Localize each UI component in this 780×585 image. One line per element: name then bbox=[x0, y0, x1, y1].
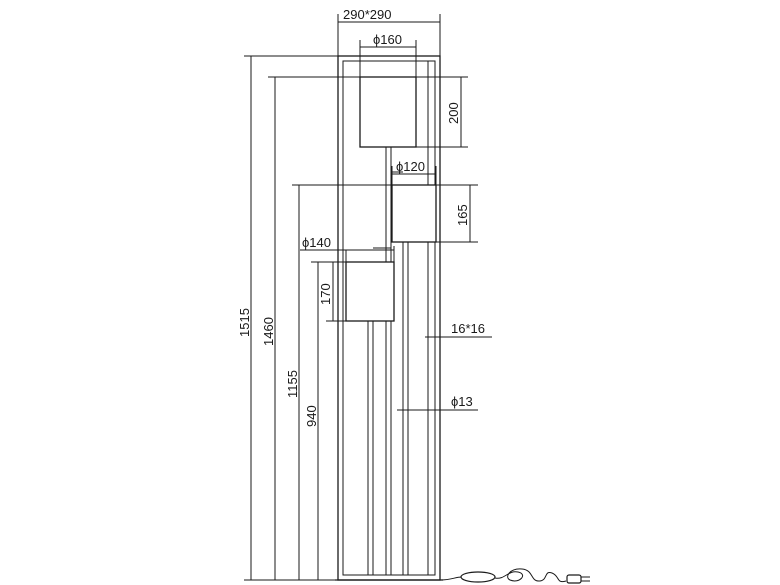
label-frame-profile: 16*16 bbox=[451, 321, 485, 336]
dimension-total-height: 1515 bbox=[237, 55, 338, 581]
label-shade-low-diameter: ϕ140 bbox=[302, 235, 331, 250]
lamp-stems bbox=[367, 146, 409, 575]
label-shade-top-height: 200 bbox=[446, 102, 461, 124]
label-total-height: 1515 bbox=[237, 308, 252, 337]
dimension-shade-low-diameter: ϕ140 bbox=[300, 235, 395, 262]
foot-switch-icon bbox=[460, 571, 496, 583]
dimension-shade-top-diameter: ϕ160 bbox=[359, 32, 417, 77]
dimension-shade-mid-height: 165 bbox=[436, 184, 478, 243]
label-shade-top-diameter: ϕ160 bbox=[373, 32, 402, 47]
label-base-size: 290*290 bbox=[343, 7, 391, 22]
dimension-height-top-shade: 1460 bbox=[261, 76, 360, 580]
label-height-low-shade: 940 bbox=[304, 405, 319, 427]
dimension-stem-diameter: ϕ13 bbox=[397, 394, 478, 411]
plug-icon bbox=[566, 574, 590, 584]
lamp-frame bbox=[335, 55, 443, 581]
dimension-shade-mid-diameter: ϕ120 bbox=[391, 159, 437, 185]
label-shade-mid-diameter: ϕ120 bbox=[396, 159, 425, 174]
dimension-base-size: 290*290 bbox=[337, 7, 441, 56]
label-shade-mid-height: 165 bbox=[455, 204, 470, 226]
dimension-height-mid-shade: 1155 bbox=[285, 184, 392, 580]
shade-top bbox=[359, 76, 417, 148]
label-stem-diameter: ϕ13 bbox=[451, 394, 473, 409]
dimension-shade-low-height: 170 bbox=[318, 261, 346, 322]
shade-mid bbox=[391, 184, 437, 243]
power-cord bbox=[439, 568, 590, 584]
label-shade-low-height: 170 bbox=[318, 283, 333, 305]
dimension-shade-top-height: 200 bbox=[416, 76, 468, 148]
dimension-frame-profile: 16*16 bbox=[425, 321, 492, 338]
label-height-top-shade: 1460 bbox=[261, 317, 276, 346]
dimension-height-low-shade: 940 bbox=[304, 261, 346, 580]
label-height-mid-shade: 1155 bbox=[285, 370, 300, 398]
shade-low bbox=[345, 261, 395, 322]
